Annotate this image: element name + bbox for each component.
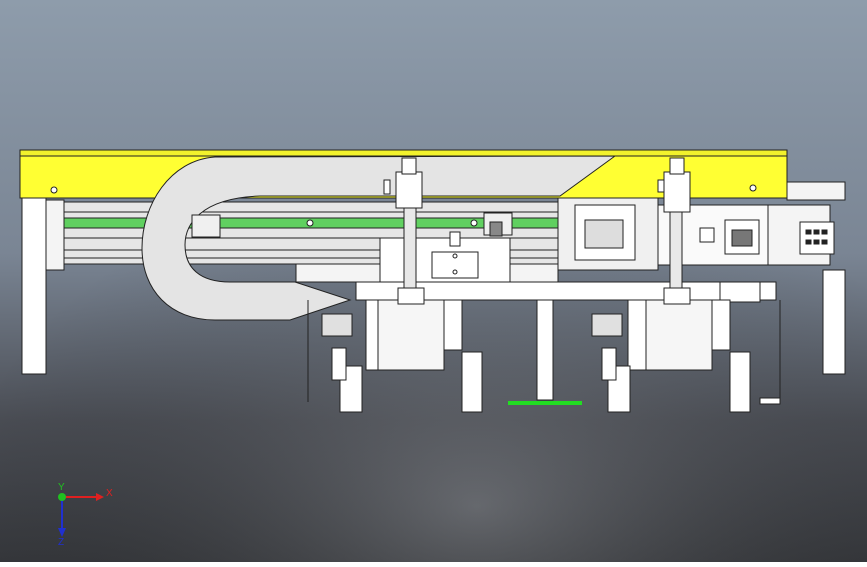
left-leg-bracket — [45, 199, 65, 271]
frame-hole-right — [749, 184, 757, 192]
z-axis-arrow — [58, 528, 66, 537]
y-axis-dot — [58, 493, 66, 501]
x-axis-arrow — [96, 493, 104, 501]
coordinate-triad: X Y Z — [58, 482, 113, 548]
left-vertical-rod — [403, 204, 417, 291]
machine-assembly — [19, 149, 846, 413]
right-vertical-rod — [669, 209, 683, 291]
z-axis-label: Z — [58, 537, 64, 548]
right-leg — [822, 269, 846, 375]
x-axis-label: X — [106, 488, 113, 499]
frame-top-lip — [19, 149, 788, 157]
green-base-plate — [508, 401, 582, 405]
left-leg — [21, 197, 47, 375]
left-gripper-body — [377, 299, 445, 371]
center-post — [536, 299, 554, 401]
right-end-block — [786, 181, 846, 201]
frame-hole-left — [50, 186, 58, 194]
y-axis-label: Y — [58, 482, 65, 493]
right-gripper-body — [645, 299, 713, 371]
